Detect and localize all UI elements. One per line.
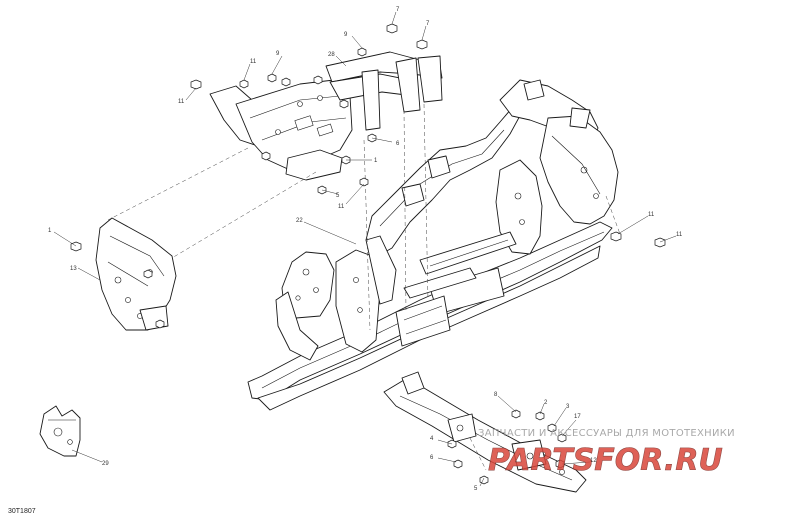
watermark-logo: PARTSFOR.RU	[488, 443, 723, 478]
watermark-tagline: ЗАПЧАСТИ И АКСЕССУАРЫ ДЛЯ МОТОТЕХНИКИ	[478, 428, 735, 439]
callout-28: 28	[328, 52, 335, 58]
callout-9: 9	[344, 32, 348, 38]
callout-labels: 7 7 9 28 11 9 11 6 1 5 11 1 13 22 11 11 …	[48, 7, 683, 492]
callout-12: 12	[590, 458, 597, 464]
watermark: ЗАПЧАСТИ И АКСЕССУАРЫ ДЛЯ МОТОТЕХНИКИ PA…	[478, 428, 735, 478]
leader-lines	[53, 11, 677, 487]
small-bracket-29	[39, 405, 81, 457]
callout-1: 1	[374, 158, 378, 164]
callout-11: 11	[338, 204, 345, 210]
callout-2: 2	[544, 400, 548, 406]
callout-4: 4	[430, 436, 434, 442]
callout-9: 9	[276, 51, 280, 57]
callout-29: 29	[102, 461, 109, 467]
callout-1: 1	[48, 228, 52, 234]
callout-5: 5	[336, 193, 340, 199]
lower-arm-12	[383, 371, 587, 493]
drawing-code: 30T1807	[8, 508, 36, 515]
callout-17: 17	[574, 414, 581, 420]
callout-11: 11	[676, 232, 683, 238]
callout-8: 8	[494, 392, 498, 398]
callout-6: 6	[396, 141, 400, 147]
callout-22: 22	[296, 218, 303, 224]
side-bracket-13	[95, 217, 177, 331]
callout-6: 6	[430, 455, 434, 461]
callout-5: 5	[474, 486, 478, 492]
alignment-lines	[107, 103, 621, 471]
callout-3: 3	[566, 404, 570, 410]
callout-13: 13	[70, 266, 77, 272]
callout-7: 7	[396, 7, 400, 13]
callout-11: 11	[648, 212, 655, 218]
callout-11: 11	[250, 59, 257, 65]
rear-subframe-assembly	[209, 51, 443, 181]
callout-11: 11	[178, 99, 185, 105]
main-frame	[247, 79, 619, 411]
callout-7: 7	[426, 21, 430, 27]
